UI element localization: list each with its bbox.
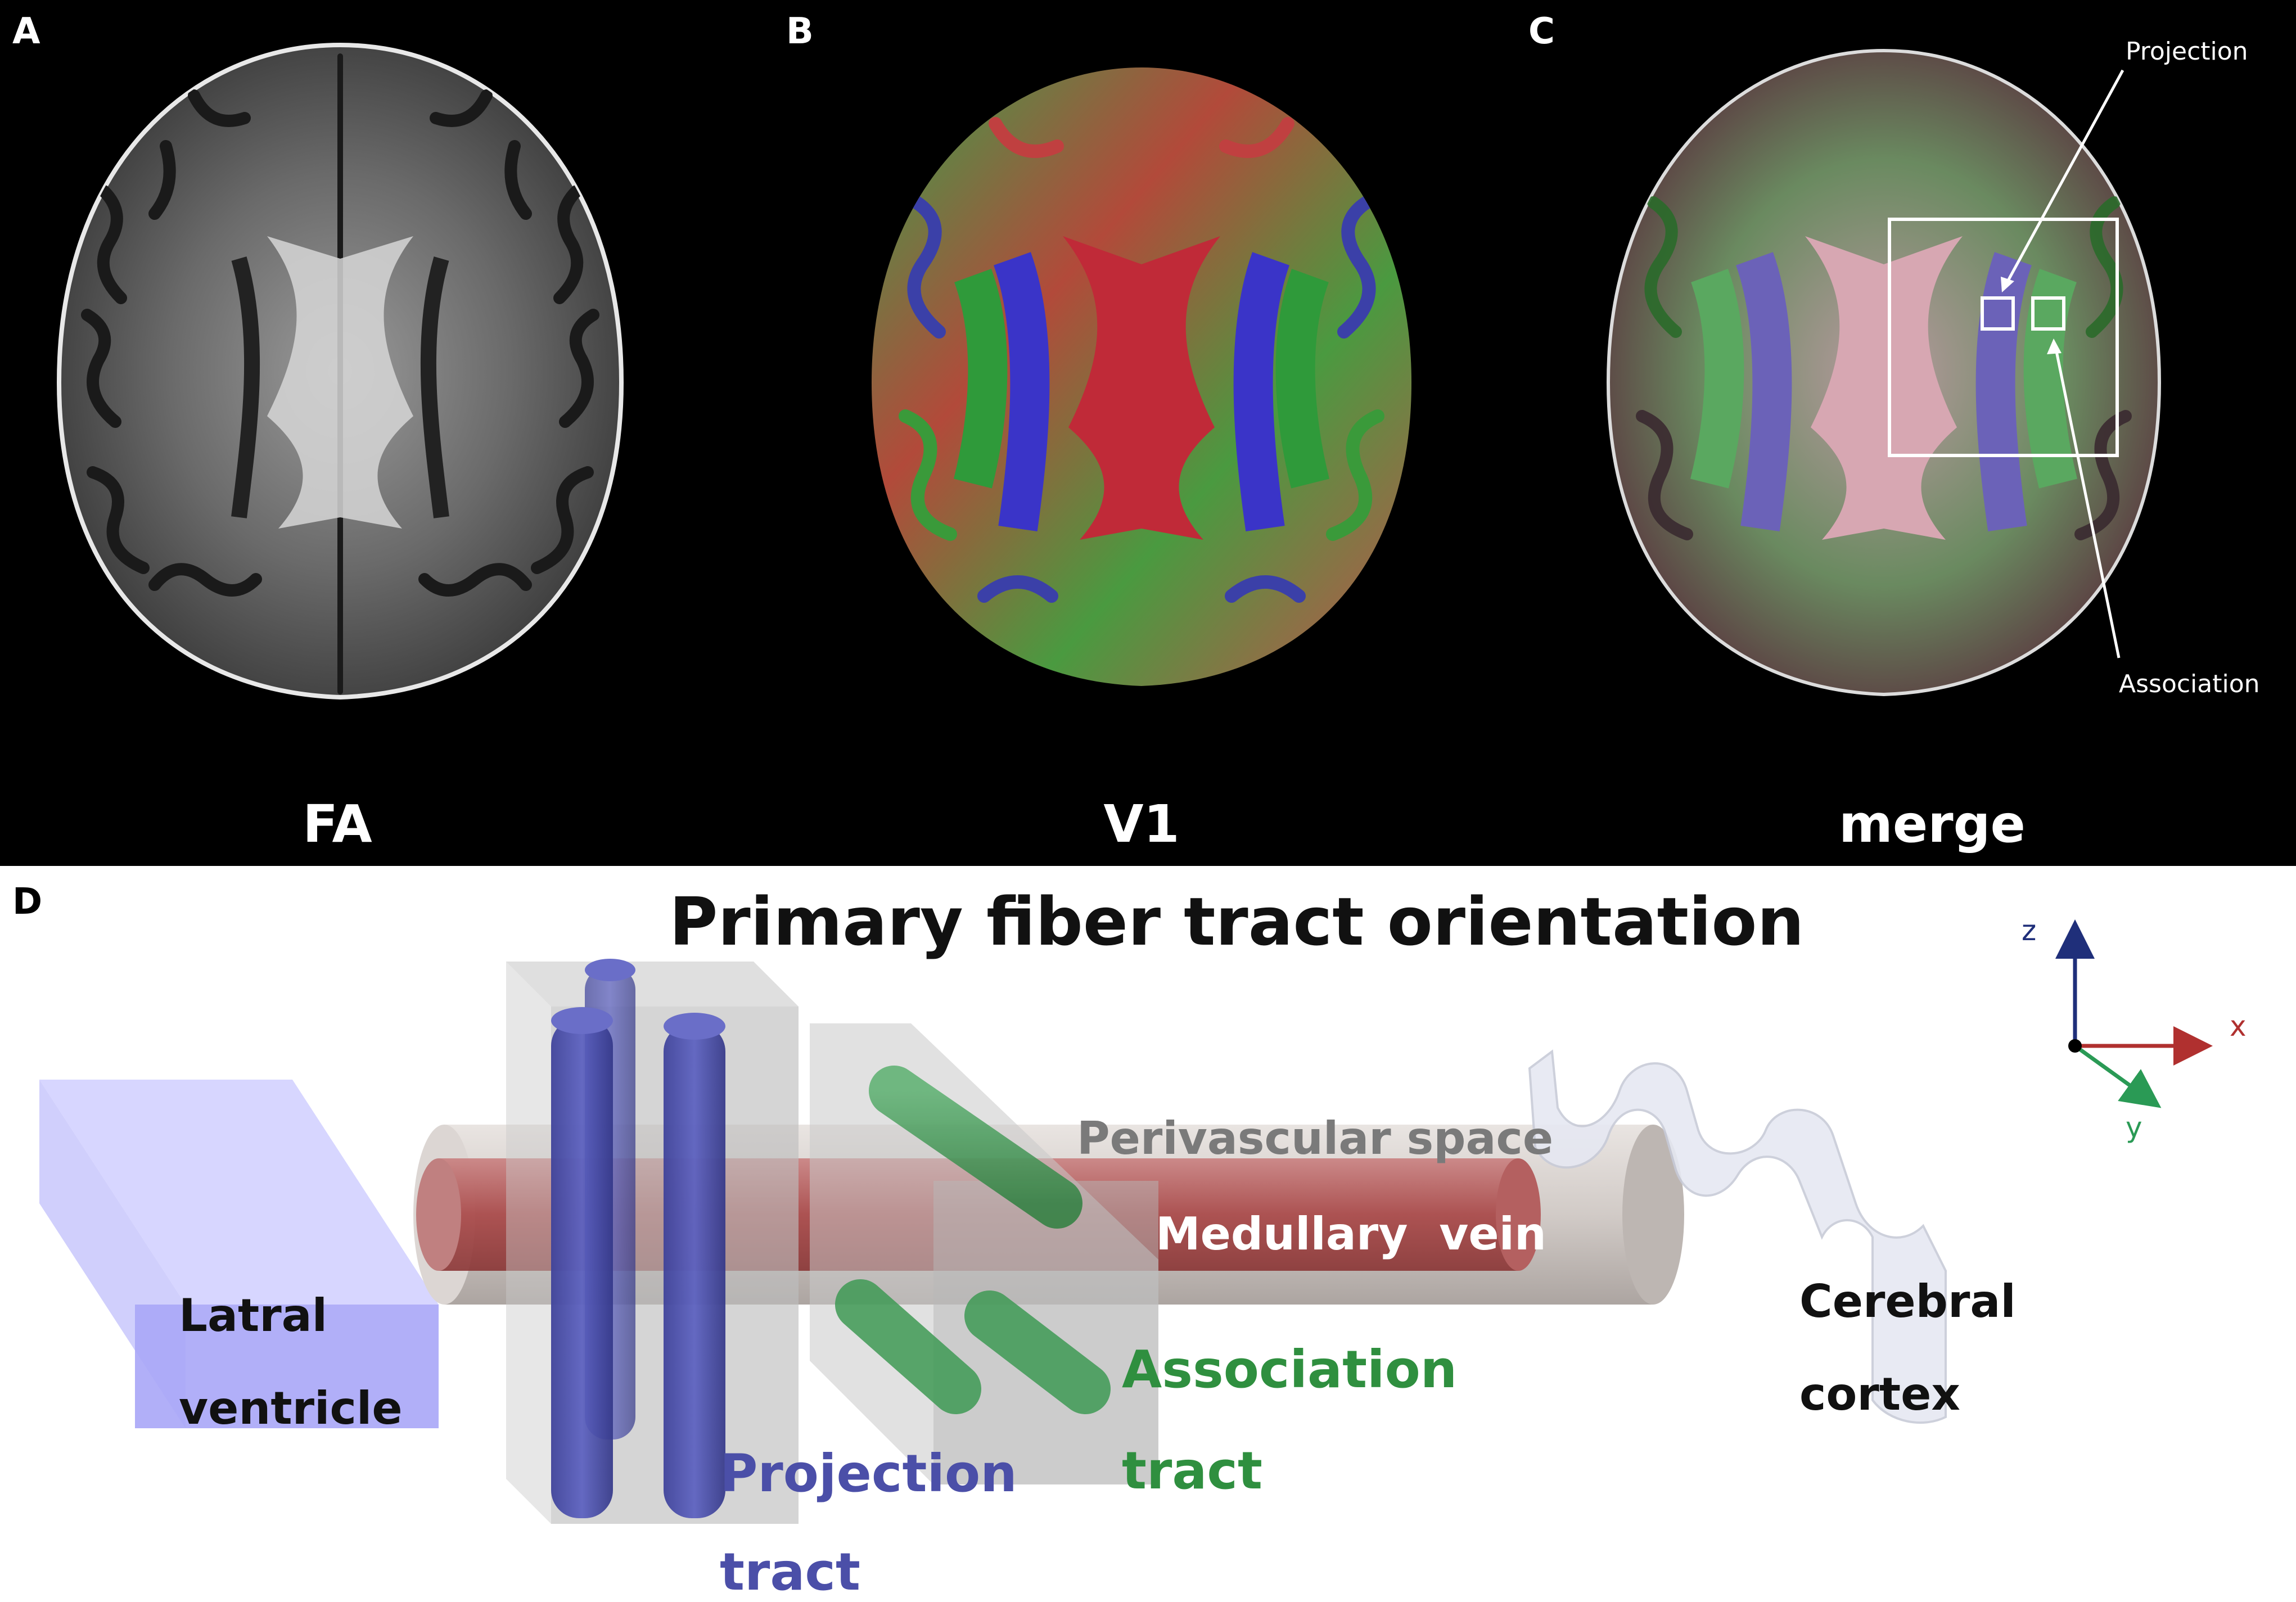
panel-letter-d: D <box>12 881 43 923</box>
cerebral-cortex-ribbon <box>1528 1049 1947 1424</box>
projection-fibers <box>551 959 725 1518</box>
label-lateral-ventricle-1: Latral <box>179 1289 328 1342</box>
label-projection-tract-2: tract <box>720 1542 860 1602</box>
label-cerebral-cortex-1: Cerebral <box>1799 1275 2016 1328</box>
label-cerebral-cortex-2: cortex <box>1799 1368 1960 1420</box>
diagram-title: Primary fiber tract orientation <box>669 883 1805 960</box>
label-perivascular-space: Perivascular space <box>1077 1112 1554 1165</box>
label-projection-tract-1: Projection <box>720 1443 1017 1504</box>
label-association-tract-1: Association <box>1122 1339 1458 1400</box>
label-association-tract-2: tract <box>1122 1441 1262 1501</box>
v1-brain-image <box>872 67 1411 686</box>
association-annotation: Association <box>2119 670 2260 698</box>
fiber-tract-diagram <box>39 919 2213 1524</box>
association-tract-box <box>810 1023 1158 1484</box>
panel-letter-c: C <box>1528 11 1555 52</box>
label-medullary-vein: Medullary vein <box>1156 1208 1546 1260</box>
projection-annotation: Projection <box>2126 37 2248 66</box>
projection-tract-box <box>506 962 799 1524</box>
panel-letter-a: A <box>12 11 40 52</box>
projection-roi <box>1981 296 2015 331</box>
panel-letter-b: B <box>786 11 814 52</box>
coordinate-axes <box>2055 919 2213 1108</box>
label-lateral-ventricle-2: ventricle <box>179 1382 403 1434</box>
axis-label-y: y <box>2126 1111 2142 1144</box>
axis-label-z: z <box>2022 914 2037 947</box>
axis-label-x: x <box>2230 1010 2247 1043</box>
roi-box <box>1888 218 2119 457</box>
panel-caption-v1: V1 <box>1103 794 1180 854</box>
panel-caption-fa: FA <box>303 794 372 854</box>
mri-panels-row: A FA B <box>0 0 2296 866</box>
association-fibers <box>835 1066 1111 1414</box>
fa-brain-image <box>56 42 624 700</box>
panel-caption-merge: merge <box>1839 794 2026 854</box>
association-roi <box>2031 296 2065 331</box>
lateral-ventricle-block <box>39 1080 439 1428</box>
merge-brain-image <box>1606 48 2162 697</box>
